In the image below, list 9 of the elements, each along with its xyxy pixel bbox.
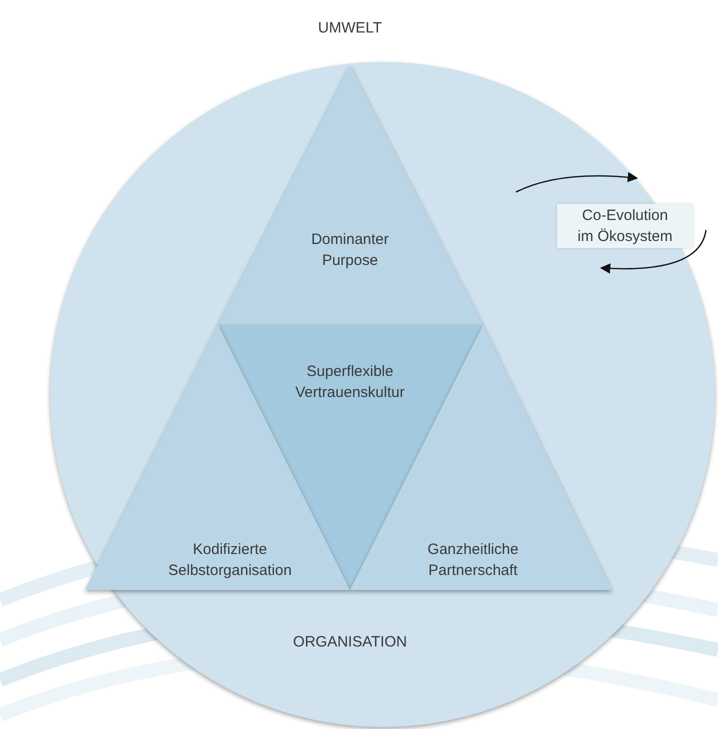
triangle-segment bbox=[218, 65, 483, 325]
node-label: Co-Evolution im Ökosystem bbox=[576, 206, 674, 247]
node-label: Superflexible Vertrauenskultur bbox=[294, 362, 406, 403]
text-box bbox=[557, 204, 693, 248]
node-label: Kodifizierte Selbstorganisation bbox=[167, 540, 293, 581]
node-label: Ganzheitliche Partnerschaft bbox=[426, 540, 520, 581]
node-label: ORGANISATION bbox=[292, 632, 408, 652]
node-label: Dominanter Purpose bbox=[310, 230, 390, 271]
outside-label: UMWELT bbox=[317, 18, 383, 38]
